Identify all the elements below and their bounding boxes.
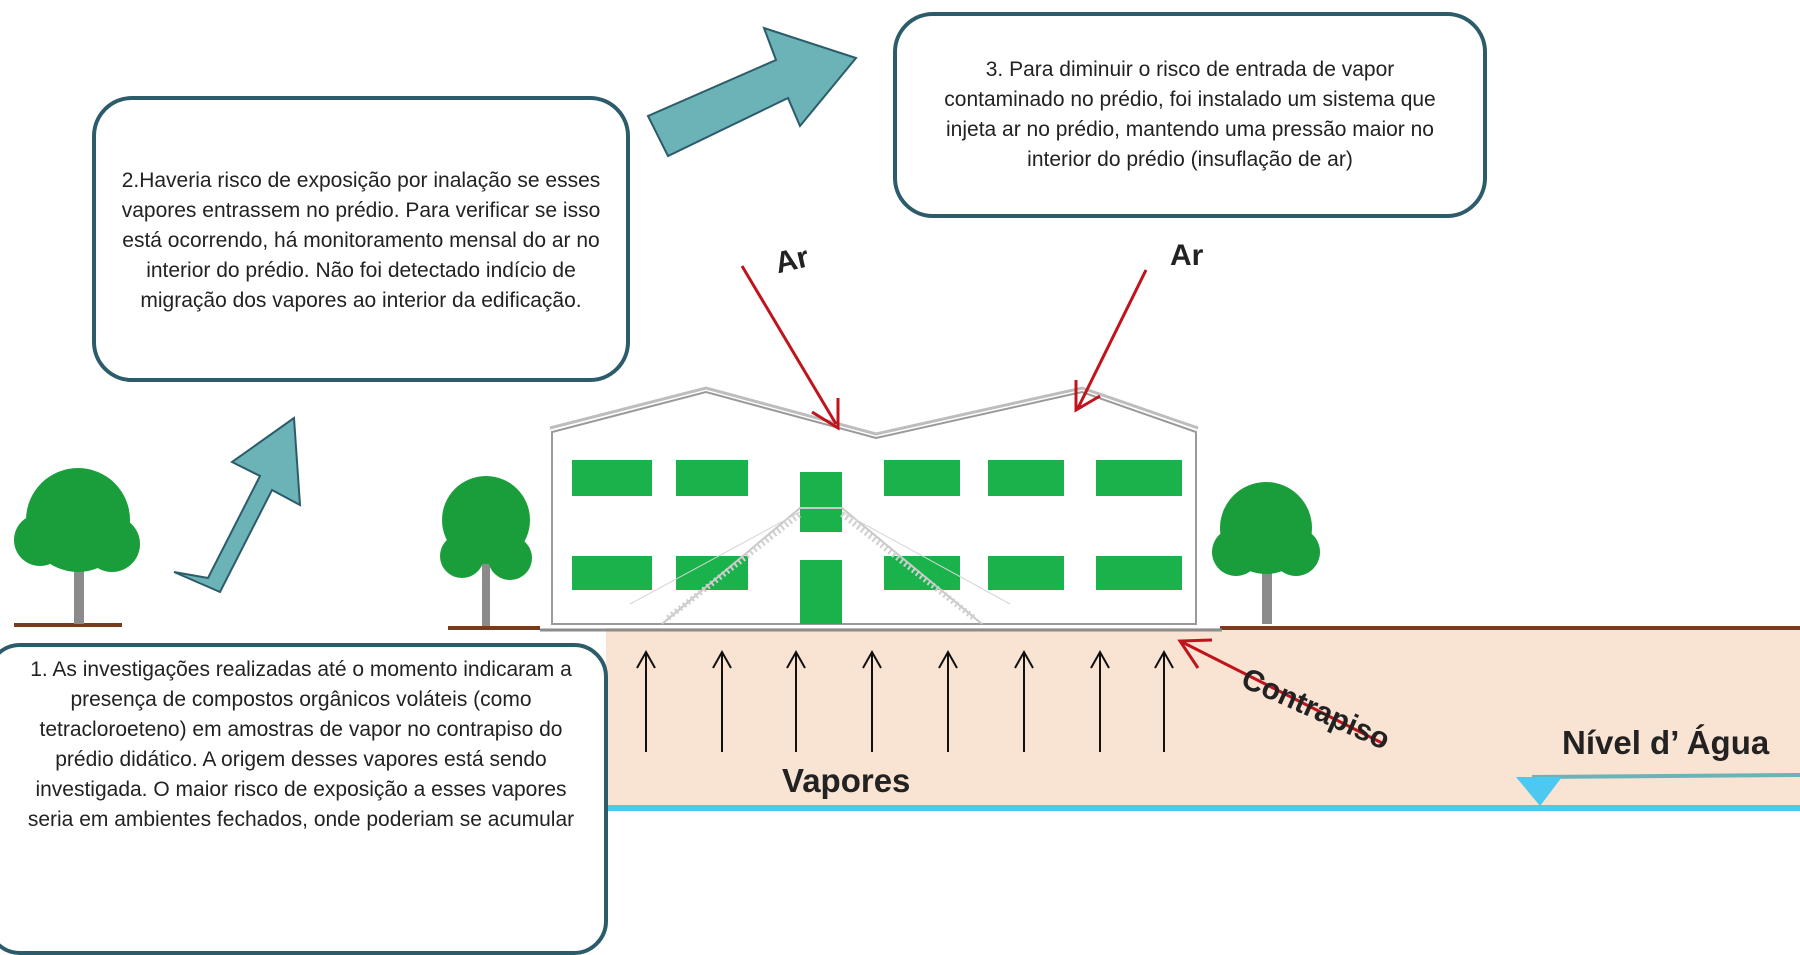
vapor-arrows: [636, 649, 1174, 752]
water-table: [606, 773, 1800, 811]
note-1-box: 1. As investigações realizadas até o mom…: [0, 643, 608, 955]
water-level-label: Nível d’ Água: [1562, 724, 1770, 761]
note-2-box: 2.Haveria risco de exposição por inalaçã…: [92, 96, 630, 382]
note-2-text: 2.Haveria risco de exposição por inalaçã…: [121, 169, 601, 312]
right-arrow-icon: [646, 26, 858, 158]
up-arrow-icon: [173, 416, 302, 594]
vapor-arrow-icon: [636, 649, 656, 752]
note-3-box: 3. Para diminuir o risco de entrada de v…: [893, 12, 1487, 218]
tree-icon: [440, 476, 532, 626]
vapor-arrow-icon: [1014, 649, 1034, 752]
note-1-text: 1. As investigações realizadas até o mom…: [27, 658, 575, 831]
ground-line: [14, 623, 1800, 632]
vapor-arrow-icon: [712, 649, 732, 752]
building-illustration: [549, 386, 1199, 625]
note-3-text: 3. Para diminuir o risco de entrada de v…: [944, 58, 1436, 171]
vapores-label: Vapores: [782, 762, 911, 799]
water-level-icon: [1516, 777, 1562, 806]
tree-icon: [14, 468, 140, 624]
contrapiso-arrow-icon: [1177, 638, 1385, 746]
air-arrow-left-icon: [740, 265, 840, 431]
vapor-arrow-icon: [862, 649, 882, 752]
air-label-right: Ar: [1170, 239, 1204, 272]
vapor-arrow-icon: [786, 649, 806, 752]
vapor-arrow-icon: [1090, 649, 1110, 752]
air-arrow-right-icon: [1074, 269, 1148, 413]
tree-icon: [1212, 482, 1320, 624]
vapor-arrow-icon: [938, 649, 958, 752]
vapor-arrow-icon: [1154, 649, 1174, 752]
